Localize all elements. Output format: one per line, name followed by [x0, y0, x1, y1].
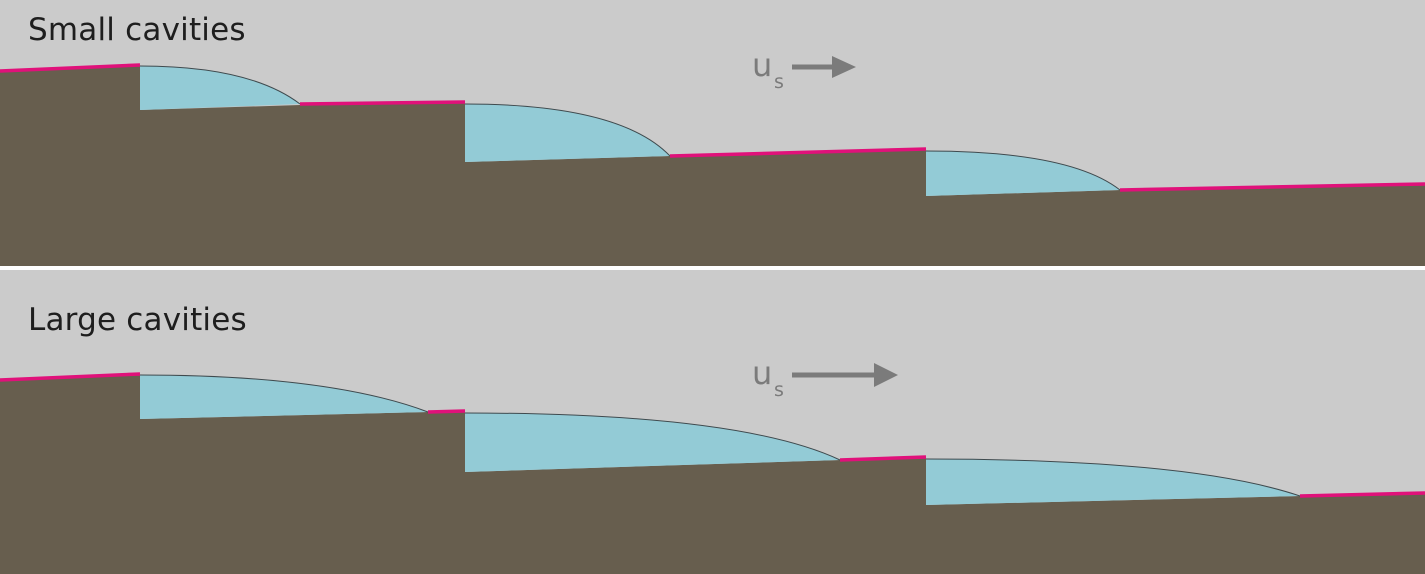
cavity-2: [465, 104, 670, 162]
cavity-2: [465, 413, 840, 472]
cavity-1: [140, 375, 428, 419]
velocity-arrow-icon: [874, 363, 898, 387]
contact-zone-2: [299, 100, 466, 106]
cavity-roof-2: [464, 412, 841, 461]
cavity-3: [926, 151, 1120, 196]
cavity-3: [926, 459, 1300, 505]
cavity-roof-1: [139, 374, 429, 413]
velocity-subscript: s: [774, 379, 784, 401]
large-cavities-diagram: u s: [0, 354, 1425, 574]
sliding-velocity-indicator: u s: [752, 46, 856, 93]
bedrock: [0, 65, 1425, 266]
contact-zone-4: [1299, 491, 1425, 498]
contact-zone-3: [839, 455, 927, 462]
contact-zone-1: [0, 372, 141, 382]
velocity-arrow-icon: [832, 56, 856, 78]
velocity-symbol: u: [752, 354, 772, 392]
contact-zone-4: [1119, 182, 1425, 192]
cavity-1: [140, 66, 300, 110]
panel-title-large: Large cavities: [28, 302, 247, 338]
panel-small-cavities: u s Small cavities: [0, 0, 1425, 266]
small-cavities-diagram: u s: [0, 46, 1425, 266]
bedrock: [0, 374, 1425, 574]
panel-large-cavities: u s Large cavities: [0, 270, 1425, 574]
contact-zone-3: [669, 147, 927, 158]
velocity-symbol: u: [752, 46, 772, 84]
cavity-roof-3: [925, 458, 1301, 497]
cavity-roof-2: [464, 103, 671, 157]
sliding-velocity-indicator: u s: [752, 354, 898, 401]
cavity-roof-3: [925, 150, 1121, 191]
panel-title-small: Small cavities: [28, 12, 246, 48]
contact-zone-1: [0, 63, 141, 73]
contact-zone-2: [427, 409, 466, 414]
cavity-roof-1: [139, 65, 301, 105]
velocity-subscript: s: [774, 71, 784, 93]
